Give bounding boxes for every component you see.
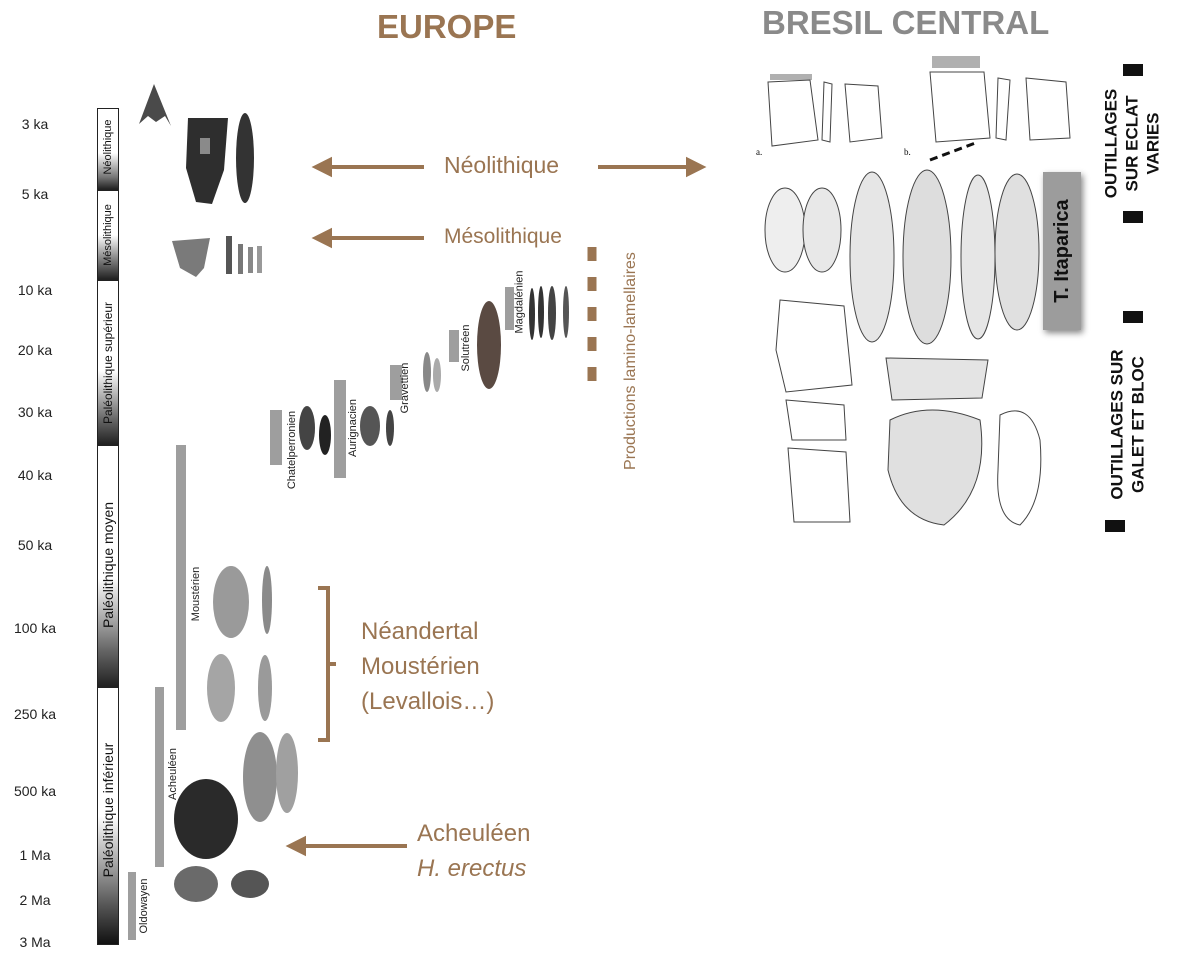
eclat-label-line1: OUTILLAGES: [1102, 74, 1121, 214]
eclat-label-line3: VARIES: [1144, 74, 1163, 214]
itaparica-label: T. Itaparica: [1051, 178, 1073, 324]
brazil-fig-b: b.: [904, 147, 911, 157]
eclat-label-line2: SUR ECLAT: [1123, 74, 1142, 214]
bar-galet-top: [1123, 311, 1143, 323]
brazil-fig-a: a.: [756, 147, 762, 157]
galet-label-line1: OUTILLAGES SUR: [1108, 325, 1127, 525]
galet-label-line2: GALET ET BLOC: [1129, 325, 1148, 525]
